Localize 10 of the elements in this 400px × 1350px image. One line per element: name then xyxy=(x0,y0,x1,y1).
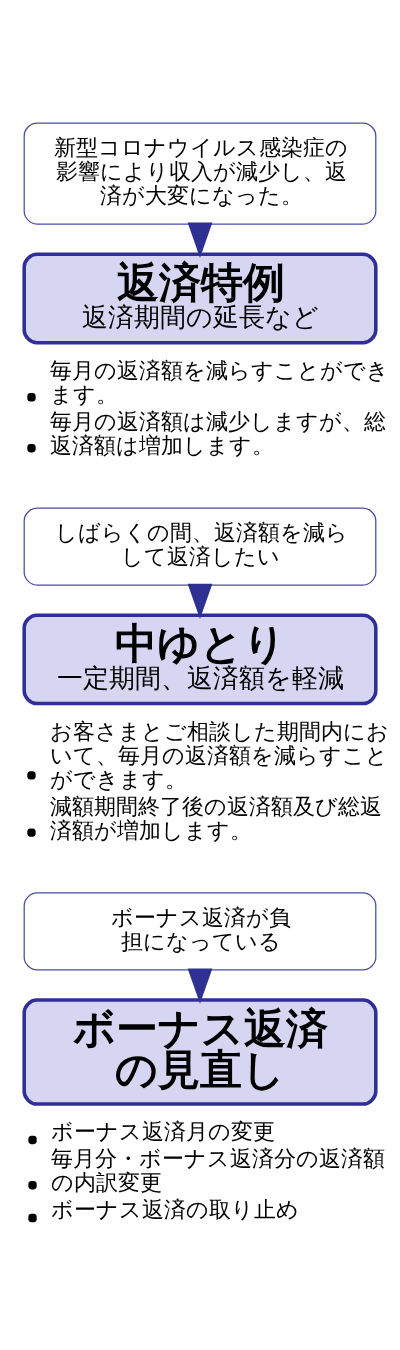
node-box: ボーナス返済の見直し xyxy=(22,998,378,1106)
node-label: 毎月分・ボーナス返済分の返済額の内訳変更 xyxy=(51,1146,386,1196)
node-label: ボーナス返済月の変更 xyxy=(51,1119,276,1145)
node-label: 毎月の返済額を減らすことができます。 xyxy=(50,358,390,408)
node-label: 減額期間終了後の返済額及び総返済額が増加します。 xyxy=(50,793,383,843)
node-label: お客さまとご相談した期間内において、毎月の返済額を減らすことができます。 xyxy=(50,718,390,792)
node-label: ボーナス返済の取り止め xyxy=(51,1197,300,1223)
node-box: 返済特例 返済期間の延長など xyxy=(22,252,378,345)
node-label: 毎月の返済額は減少しますが、総返済額は増加します。 xyxy=(50,409,387,459)
node-box: 中ゆとり 一定期間、返済額を軽減 xyxy=(22,613,378,706)
